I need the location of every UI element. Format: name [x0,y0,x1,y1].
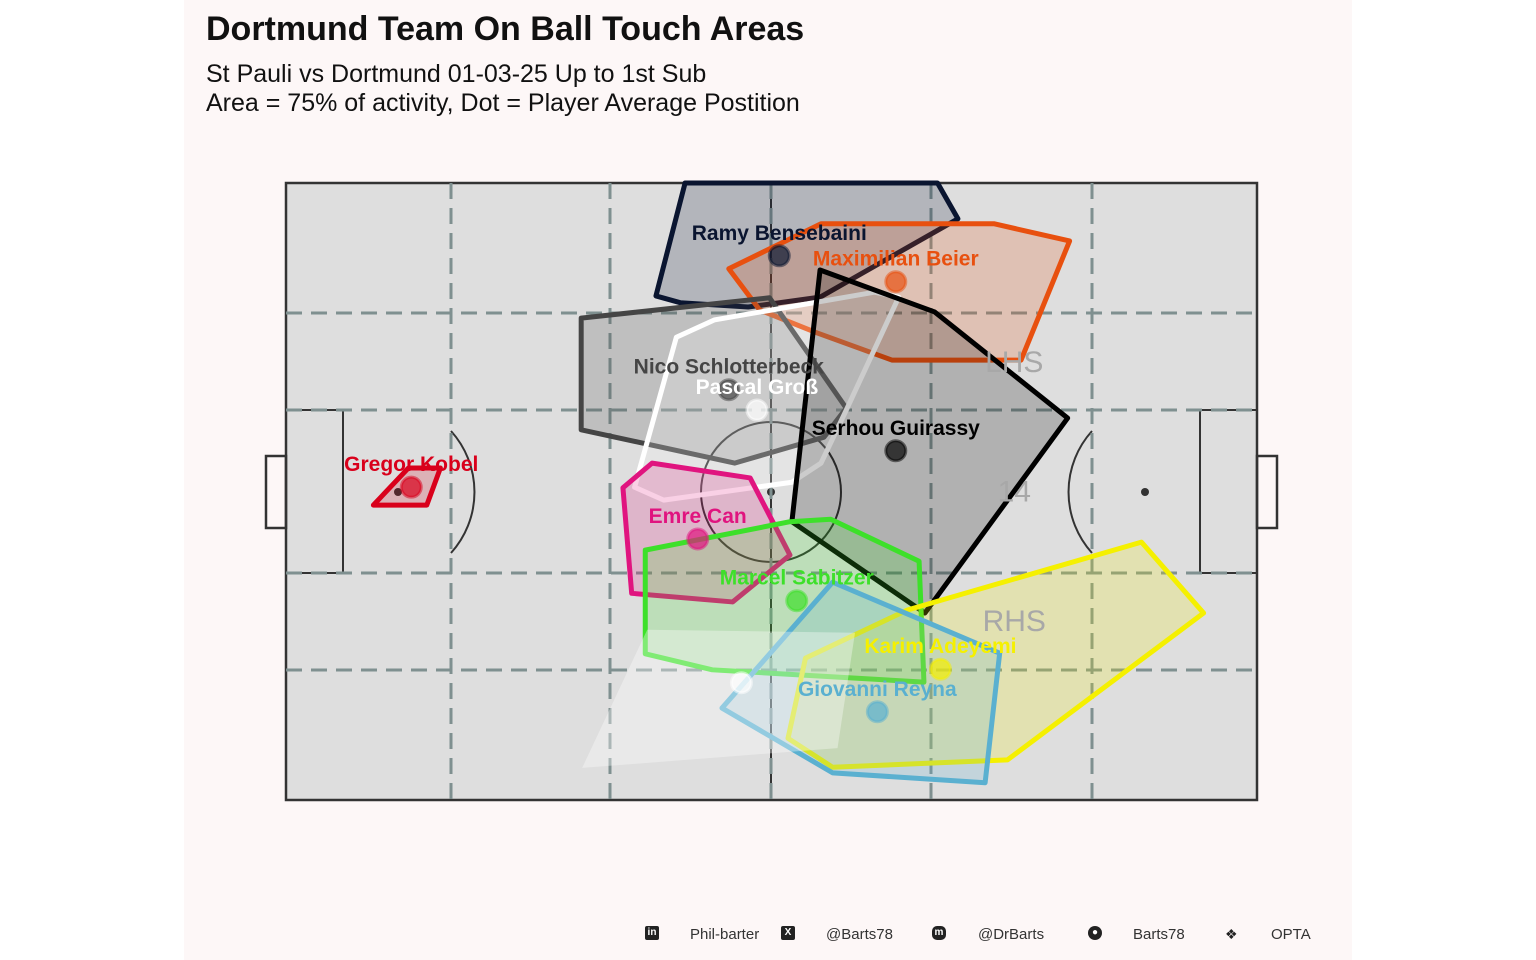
avg-position-dot-ramy-bensebaini [767,244,791,268]
x-handle[interactable]: @Barts78 [826,926,893,943]
player-label-gregor-kobel: Gregor Kobel [344,453,478,476]
right-penalty-arc [1067,430,1093,554]
player-label-giovanni-reyna: Giovanni Reyna [798,678,957,701]
linkedin-handle[interactable]: Phil-barter [690,926,760,943]
left-goal [264,454,288,530]
player-label-ramy-bensebaini: Ramy Bensebaini [692,222,867,245]
zone-label-rhs: RHS [983,605,1046,638]
data-source: OPTA [1271,926,1311,943]
avg-position-dot-marcel-sabitzer [785,589,809,613]
player-label-pascal-gro: Pascal Groß [696,376,819,399]
player-label-serhou-guirassy: Serhou Guirassy [812,417,980,440]
player-label-emre-can: Emre Can [649,505,747,528]
chart-title: Dortmund Team On Ball Touch Areas [206,10,805,48]
avg-position-dot-emre-can [686,527,710,551]
zone-label-lhs: LHS [985,346,1043,379]
player-label-marcel-sabitzer: Marcel Sabitzer [720,567,874,590]
avg-position-dot-serhou-guirassy [884,439,908,463]
player-label-maximilian-beier: Maximilian Beier [813,248,979,271]
footer: in Phil-barter X @Barts78 m @DrBarts ● B… [0,926,1536,946]
avg-position-dot-giovanni-reyna [865,700,889,724]
left-penalty-arc [450,430,476,554]
github-icon: ● [1088,926,1102,940]
right-goal [1255,454,1279,530]
avg-position-dot-nico-schlotterbeck [717,378,741,402]
linkedin-icon: in [645,926,659,940]
x-icon: X [781,926,795,940]
avg-position-dot-unnamed [729,671,753,695]
mastodon-icon: m [932,926,946,940]
touch-area-pascal-gro [632,289,902,503]
touch-area-serhou-guirassy [789,267,1071,616]
avg-position-dot-pascal-gro [745,398,769,422]
player-label-nico-schlotterbeck: Nico Schlotterbeck [634,356,825,379]
touch-area-karim-adeyemi [785,539,1207,770]
github-handle[interactable]: Barts78 [1133,926,1185,943]
touch-area-unnamed [582,629,856,768]
avg-position-dot-gregor-kobel [399,475,423,499]
touch-area-nico-schlotterbeck [578,295,849,466]
zone-label-14: 14 [998,476,1031,509]
avg-position-dot-maximilian-beier [884,270,908,294]
right-penalty-spot [1141,488,1149,496]
chart-subtitle: St Pauli vs Dortmund 01-03-25 Up to 1st … [206,60,707,88]
touch-area-giovanni-reyna [719,579,1003,786]
player-label-karim-adeyemi: Karim Adeyemi [864,635,1016,658]
chart-subtitle-2: Area = 75% of activity, Dot = Player Ave… [206,89,800,117]
left-penalty-spot [394,488,402,496]
mastodon-handle[interactable]: @DrBarts [978,926,1045,943]
dropbox-icon: ❖ [1225,926,1238,942]
avg-position-dot-karim-adeyemi [928,657,952,681]
